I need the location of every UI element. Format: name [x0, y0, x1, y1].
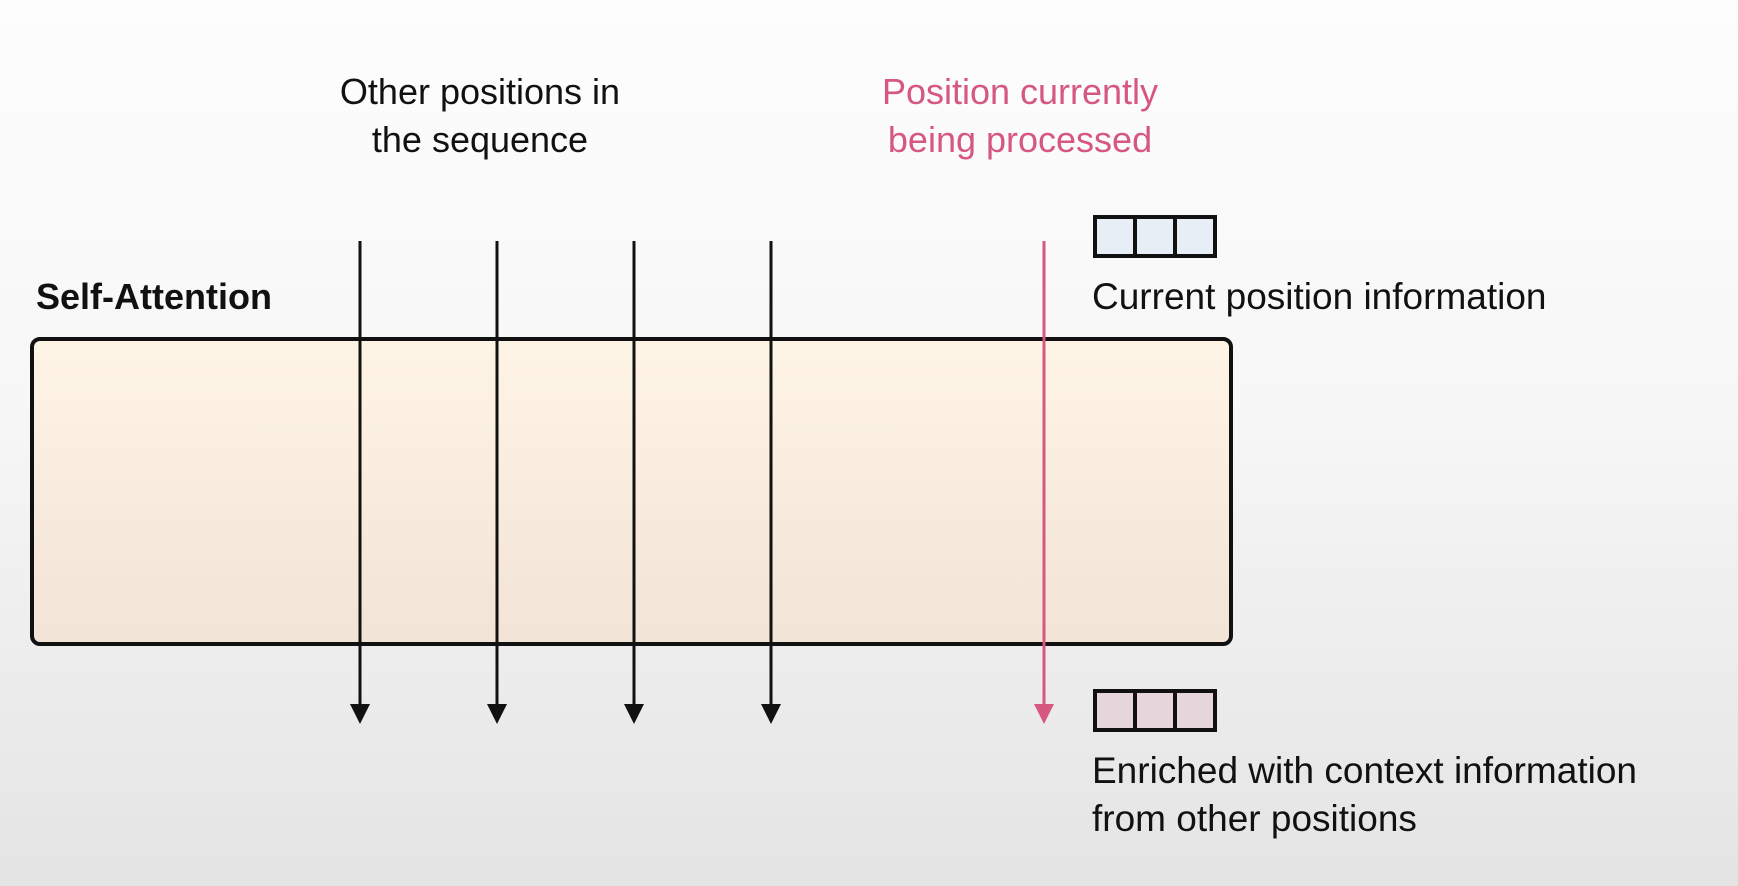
self-attention-title: Self-Attention	[36, 276, 272, 317]
enriched-line-1: Enriched with context information	[1092, 750, 1637, 791]
current-position-line-1: Position currently	[881, 71, 1159, 112]
vector-cell	[1173, 219, 1213, 254]
enriched-label: Enriched with context information from o…	[1092, 747, 1637, 843]
current-position-vector	[1093, 215, 1217, 258]
other-positions-line-1: Other positions in	[339, 71, 621, 112]
enriched-line-2: from other positions	[1092, 798, 1417, 839]
vector-cell	[1133, 219, 1173, 254]
current-position-line-2: being processed	[887, 119, 1153, 160]
current-position-info-label: Current position information	[1092, 276, 1547, 317]
enriched-vector	[1093, 689, 1217, 732]
vector-cell	[1173, 693, 1213, 728]
vector-cell	[1133, 693, 1173, 728]
current-position-label: Position currently being processed	[830, 68, 1210, 164]
other-positions-label: Other positions in the sequence	[280, 68, 680, 164]
vector-cell	[1097, 219, 1133, 254]
other-positions-line-2: the sequence	[371, 119, 589, 160]
self-attention-block	[30, 337, 1233, 646]
vector-cell	[1097, 693, 1133, 728]
